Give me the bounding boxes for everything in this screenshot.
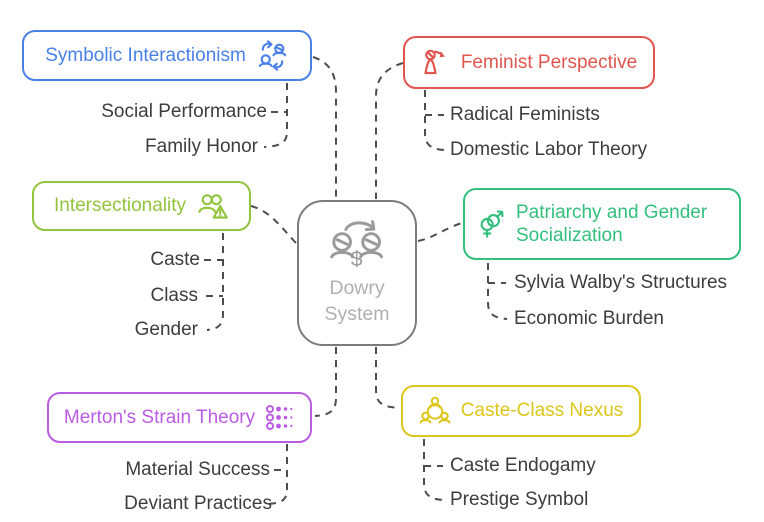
dollar-glyph: $ <box>351 248 363 268</box>
subtopic-family-honor[interactable]: Family Honor <box>145 136 258 157</box>
halftone-dots-icon <box>266 404 293 430</box>
node-label: Intersectionality <box>53 195 186 216</box>
gender-symbols-icon <box>480 209 504 238</box>
subtopic-prestige-symbol[interactable]: Prestige Symbol <box>450 489 589 510</box>
center-node-label: Dowry System <box>324 277 390 326</box>
node-label: Merton's Strain Theory <box>63 406 256 428</box>
people-warning-icon <box>198 193 228 219</box>
node-label: Caste-Class Nexus <box>460 400 624 421</box>
subtopic-caste-endogamy[interactable]: Caste Endogamy <box>450 455 596 476</box>
social-interaction-icon <box>258 40 286 71</box>
node-symbolic-interactionism[interactable]: Symbolic Interactionism <box>22 30 312 81</box>
node-label: Symbolic Interactionism <box>45 44 246 66</box>
subtopic-class[interactable]: Class <box>150 285 198 306</box>
subtopic-social-performance[interactable]: Social Performance <box>101 101 267 122</box>
node-feminist-perspective[interactable]: Feminist Perspective <box>403 36 655 89</box>
center-node-dowry-system[interactable]: $ Dowry System <box>297 200 417 346</box>
subtopic-radical-feminists[interactable]: Radical Feminists <box>450 104 600 125</box>
node-caste-class-nexus[interactable]: Caste-Class Nexus <box>401 385 641 437</box>
node-intersectionality[interactable]: Intersectionality <box>32 181 251 231</box>
subtopic-material-success[interactable]: Material Success <box>125 459 270 480</box>
subtopic-caste[interactable]: Caste <box>150 249 200 270</box>
woman-declining-arrow-icon <box>424 49 445 74</box>
subtopic-economic-burden[interactable]: Economic Burden <box>514 308 664 329</box>
subtopic-sylvia-walbys-structures[interactable]: Sylvia Walby's Structures <box>514 272 728 293</box>
subtopic-domestic-labor-theory[interactable]: Domestic Labor Theory <box>450 139 648 160</box>
people-network-icon <box>419 396 451 424</box>
subtopic-deviant-practices[interactable]: Deviant Practices <box>124 493 272 514</box>
money-exchange-icon: $ <box>330 220 383 268</box>
node-patriarchy-gender-socialization[interactable]: Patriarchy and Gender Socialization <box>463 188 741 260</box>
node-label: Feminist Perspective <box>460 51 638 73</box>
subtopic-gender[interactable]: Gender <box>134 319 198 340</box>
node-mertons-strain-theory[interactable]: Merton's Strain Theory <box>47 392 312 443</box>
node-label: Patriarchy and Gender Socialization <box>516 201 708 246</box>
